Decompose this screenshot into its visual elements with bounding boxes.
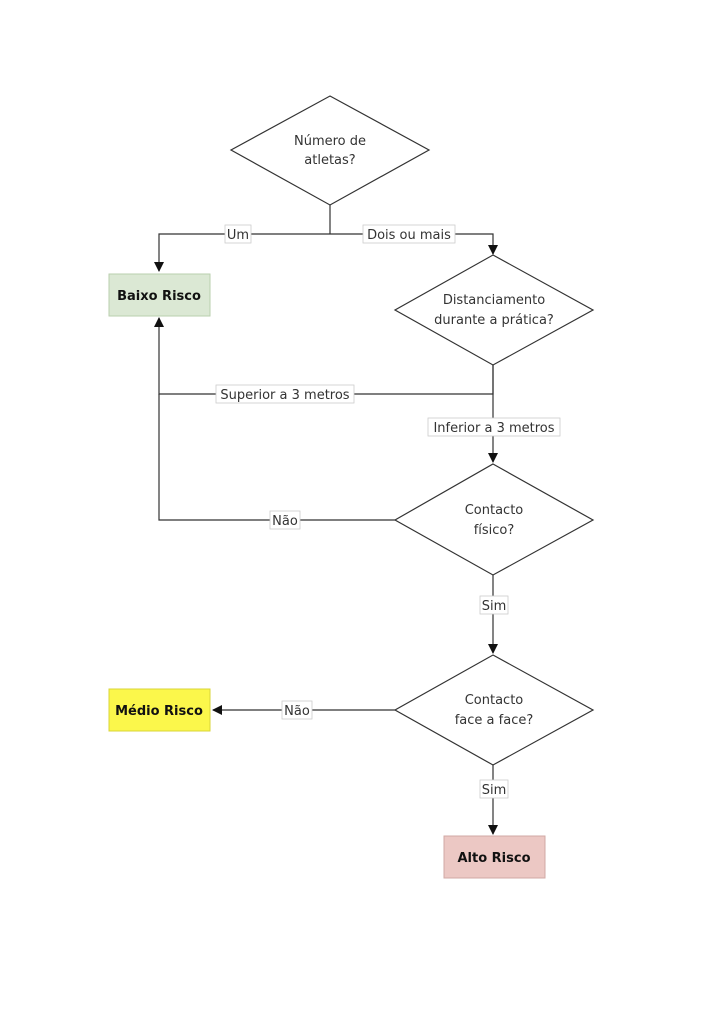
edge-label-below-3m: Inferior a 3 metros — [427, 417, 561, 437]
decision-distance: Distanciamento durante a prática? — [393, 254, 595, 366]
svg-text:Dois ou mais: Dois ou mais — [367, 228, 451, 243]
decision-contact-line1: Contacto — [465, 503, 524, 518]
edge-label-above-3m: Superior a 3 metros — [215, 384, 355, 404]
svg-text:Sim: Sim — [482, 599, 507, 614]
result-low-label: Baixo Risco — [117, 289, 201, 304]
decision-athletes-line2: atletas? — [304, 153, 355, 168]
edge-contact-no — [158, 394, 395, 521]
decision-face-line2: face a face? — [455, 713, 534, 728]
svg-text:Inferior a 3 metros: Inferior a 3 metros — [433, 421, 554, 436]
decision-face: Contacto face a face? — [393, 654, 595, 766]
svg-text:Não: Não — [272, 514, 298, 529]
svg-text:Sim: Sim — [482, 783, 507, 798]
svg-text:Um: Um — [227, 228, 249, 243]
decision-athletes-line1: Número de — [294, 134, 366, 149]
result-low: Baixo Risco — [108, 273, 211, 317]
svg-text:Superior a 3 metros: Superior a 3 metros — [220, 388, 349, 403]
decision-athletes: Número de atletas? — [229, 95, 431, 206]
edge-label-two-or-more: Dois ou mais — [362, 224, 456, 244]
edge-label-face-no: Não — [281, 700, 313, 720]
result-high-label: Alto Risco — [457, 851, 530, 866]
edge-labels: Um Dois ou mais Superior a 3 metros Infe… — [215, 224, 561, 799]
svg-text:Não: Não — [284, 704, 310, 719]
edge-one-to-low — [154, 233, 330, 272]
result-medium-label: Médio Risco — [115, 704, 203, 719]
decision-face-line1: Contacto — [465, 693, 524, 708]
decision-distance-line1: Distanciamento — [443, 293, 545, 308]
edge-label-contact-yes: Sim — [479, 595, 509, 615]
edge-label-one: Um — [224, 224, 252, 244]
decision-distance-line2: durante a prática? — [434, 313, 554, 328]
result-high: Alto Risco — [443, 835, 546, 879]
decision-contact-line2: físico? — [474, 523, 515, 538]
edge-label-contact-no: Não — [269, 510, 301, 530]
result-medium: Médio Risco — [108, 688, 211, 732]
edge-label-face-yes: Sim — [479, 779, 509, 799]
decision-contact: Contacto físico? — [393, 463, 595, 576]
